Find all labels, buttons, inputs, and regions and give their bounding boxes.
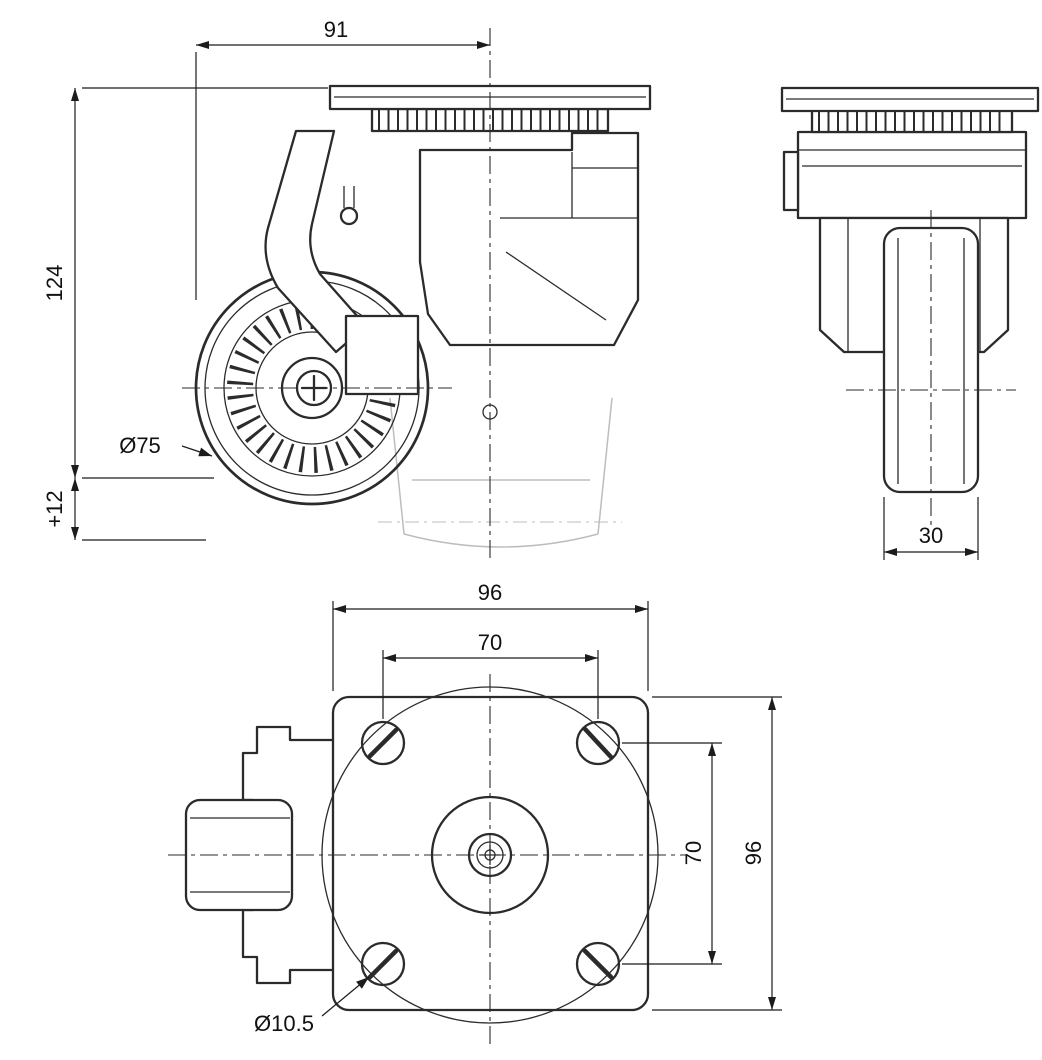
dim-label-70-right: 70 [681, 841, 706, 865]
dim-plate-height: 96 [652, 696, 782, 1011]
dim-bolt-spacing-x: 70 [382, 630, 599, 719]
dim-label-plus12: +12 [42, 490, 67, 527]
front-ghost-raised-position [378, 397, 622, 548]
dim-label-124: 124 [42, 265, 67, 302]
front-housing [418, 131, 640, 347]
mounting-hole-top-right [575, 720, 621, 766]
front-axle-block [344, 314, 420, 396]
side-left-tab [782, 150, 800, 212]
dim-label-96-right: 96 [741, 841, 766, 865]
side-housing-upper [796, 130, 1028, 220]
dim-label-70-top: 70 [478, 630, 502, 655]
dim-front-width: 91 [195, 17, 490, 300]
dim-label-91: 91 [324, 17, 348, 42]
bottom-view [168, 674, 688, 1044]
dim-label-96-top: 96 [478, 580, 502, 605]
side-top-plate [780, 86, 1040, 113]
dim-bolt-spacing-y: 70 [622, 742, 722, 965]
dim-label-dia75: Ø75 [119, 433, 161, 458]
dim-front-lift: +12 [42, 478, 206, 541]
dim-label-30: 30 [919, 523, 943, 548]
dim-label-dia10-5: Ø10.5 [254, 1011, 314, 1036]
side-view [780, 86, 1040, 528]
front-grease-pin [339, 206, 359, 226]
dim-side-wheel-width: 30 [883, 497, 979, 560]
side-swivel-ring [810, 108, 1014, 134]
dim-wheel-diameter: Ø75 [119, 433, 213, 458]
mounting-hole-top-left [360, 720, 406, 766]
mounting-hole-bottom-right [575, 941, 621, 987]
dim-plate-width: 96 [332, 580, 649, 691]
mounting-hole-bottom-left [360, 941, 406, 987]
dimensions: 91 124 +12 Ø75 [42, 17, 979, 1036]
bottom-mounting-holes [360, 720, 621, 987]
front-view [182, 28, 652, 562]
dim-hole-diameter: Ø10.5 [254, 976, 370, 1036]
dim-front-height: 124 [42, 87, 328, 479]
